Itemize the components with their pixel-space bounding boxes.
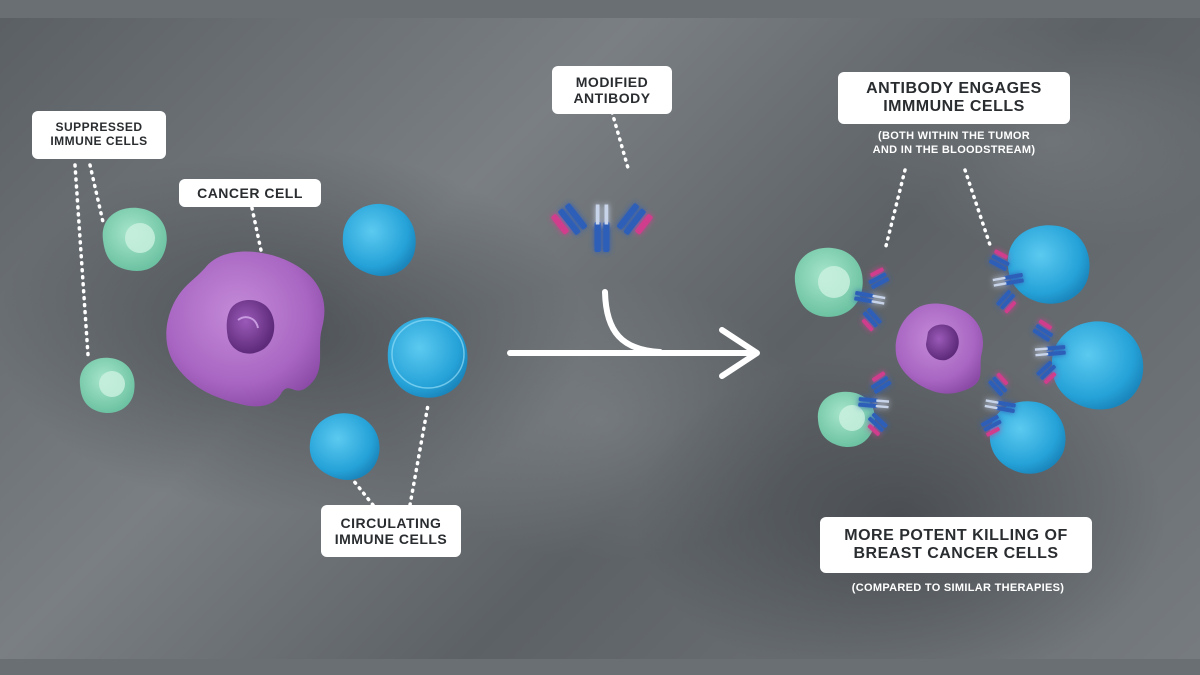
bottom-band (0, 659, 1200, 675)
more-potent-killing-label: MORE POTENT KILLING OF BREAST CANCER CEL… (820, 517, 1092, 573)
process-arrow (507, 289, 760, 379)
circulating-immune-cell (309, 413, 380, 480)
small-cancer-cell (895, 303, 984, 394)
engages-note: (BOTH WITHIN THE TUMOR AND IN THE BLOODS… (872, 130, 1036, 157)
circulating-immune-cell (387, 317, 468, 398)
circulating-immune-cells-label: CIRCULATING IMMUNE CELLS (321, 505, 461, 557)
engaged-circulating-cell (1051, 321, 1144, 410)
circulating-immune-cell (342, 203, 416, 276)
top-band (0, 0, 1200, 18)
cancer-cell (166, 251, 325, 407)
engaged-circulating-cell (989, 401, 1066, 474)
suppressed-immune-cell (102, 207, 167, 271)
engaged-circulating-cell (1007, 225, 1090, 304)
antibody-engages-label: ANTIBODY ENGAGES IMMMUNE CELLS (838, 72, 1070, 124)
modified-antibody-label: MODIFIED ANTIBODY (552, 66, 672, 114)
modified-antibody-icon (550, 202, 654, 252)
suppressed-immune-cell (79, 357, 135, 414)
cancer-cell-label: CANCER CELL (179, 179, 321, 207)
suppressed-immune-cells-label: SUPPRESSED IMMUNE CELLS (32, 111, 166, 159)
engaged-suppressed-cell (794, 247, 863, 317)
compared-note: (COMPARED TO SIMILAR THERAPIES) (851, 582, 1065, 594)
